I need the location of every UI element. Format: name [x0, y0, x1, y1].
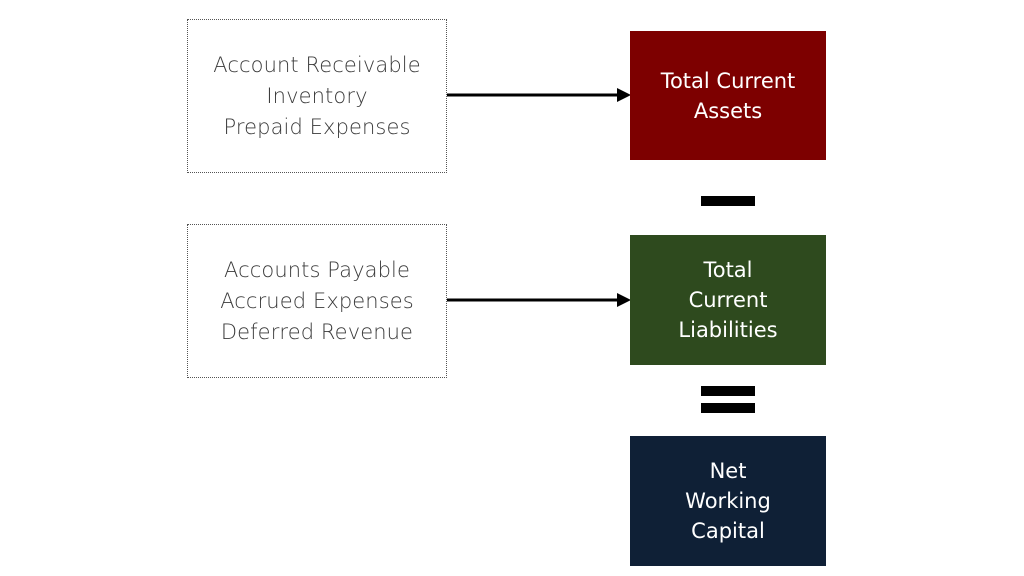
net-working-capital-line-3: Capital [691, 519, 765, 543]
total-current-assets-box: Total Current Assets [630, 31, 826, 160]
equals-operator-bottom-bar [701, 403, 755, 413]
current-assets-components-box: Account Receivable Inventory Prepaid Exp… [187, 19, 447, 173]
component-accounts-receivable: Account Receivable [213, 52, 421, 77]
total-current-liabilities-line-1: Total [703, 258, 753, 282]
net-working-capital-line-2: Working [685, 489, 771, 513]
current-liabilities-components-box: Accounts Payable Accrued Expenses Deferr… [187, 224, 447, 378]
minus-operator [701, 196, 755, 206]
total-current-liabilities-line-3: Liabilities [678, 318, 778, 342]
equals-operator-top-bar [701, 386, 755, 396]
net-working-capital-box: Net Working Capital [630, 436, 826, 566]
component-accrued-expenses: Accrued Expenses [220, 288, 414, 313]
total-current-liabilities-line-2: Current [688, 288, 768, 312]
component-deferred-revenue: Deferred Revenue [220, 319, 414, 344]
total-current-assets-line-2: Assets [693, 98, 763, 123]
total-current-assets-line-1: Total Current [660, 68, 796, 93]
total-current-liabilities-box: Total Current Liabilities [630, 235, 826, 365]
net-working-capital-line-1: Net [709, 459, 747, 483]
component-prepaid-expenses: Prepaid Expenses [223, 114, 411, 139]
arrow-to-liabilities [447, 293, 631, 307]
component-inventory: Inventory [266, 83, 368, 108]
arrow-to-assets [447, 88, 631, 102]
component-accounts-payable: Accounts Payable [224, 257, 410, 282]
